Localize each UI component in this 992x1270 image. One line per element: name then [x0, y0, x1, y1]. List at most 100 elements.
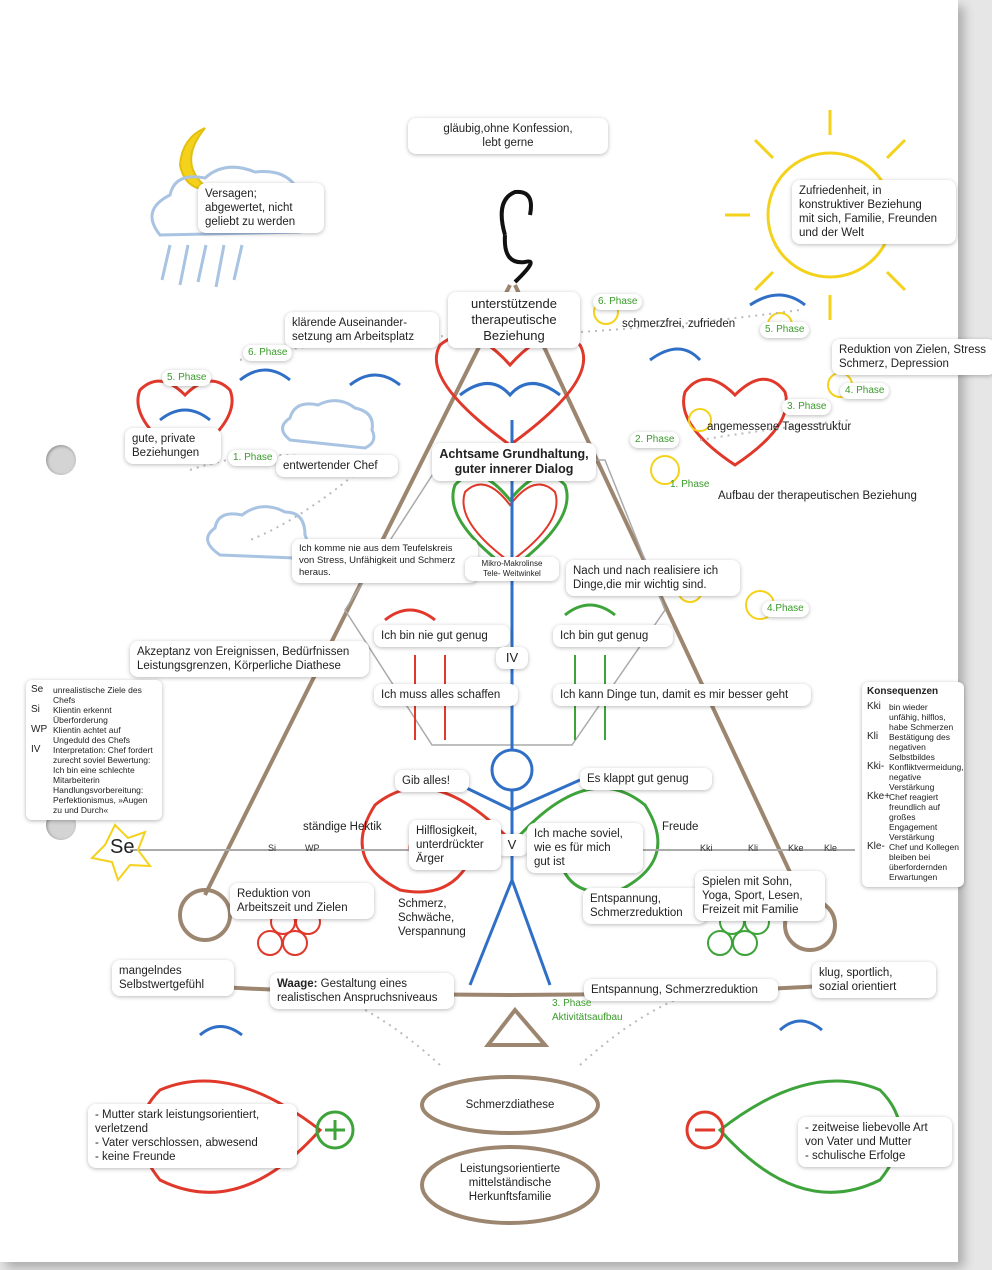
- axis-kli-label: Kli: [748, 843, 759, 853]
- pain-weakness-label: Schmerz, Schwäche, Verspannung: [398, 898, 466, 938]
- legend-row: Kke+Chef reagiert freundlich auf großes …: [867, 791, 959, 843]
- legend-key: Si: [31, 704, 40, 715]
- phase-3-bottom: 3. Phase Aktivitätsaufbau: [552, 998, 623, 1023]
- therapy-build-label: Aufbau der therapeutischen Beziehung: [718, 490, 917, 502]
- legend-text: Interpretation: Chef fordert zurecht sov…: [53, 745, 153, 815]
- legend-key: IV: [31, 744, 41, 755]
- legend-row: Se unrealistische Ziele des Chefs: [31, 684, 157, 706]
- private-relations-box: gute, private Beziehungen: [125, 428, 221, 464]
- relaxation-box-2: Entspannung, Schmerzreduktion: [584, 979, 778, 1001]
- legend-title: Konsequenzen: [867, 686, 939, 697]
- moon-icon: [178, 127, 214, 192]
- roman-iv-label: IV: [496, 647, 528, 669]
- hectic-label: ständige Hektik: [303, 821, 382, 833]
- legend-text: bin wieder unfähig, hilflos, habe Schmer…: [889, 702, 954, 732]
- can-do-things-box: Ich kann Dinge tun, damit es mir besser …: [553, 684, 811, 706]
- phase-5-right: 5. Phase: [760, 322, 810, 338]
- parents-negative-box: - Mutter stark leistungsorientiert, verl…: [88, 1104, 297, 1168]
- origin-family-label: Leistungsorientierte mittelständische He…: [459, 1163, 561, 1203]
- phase-2-right: 2. Phase: [630, 432, 680, 448]
- scale-title: Waage:: [277, 978, 318, 990]
- legend-row: WP Klientin achtet auf Ungeduld des Chefs: [31, 724, 157, 746]
- good-enough-box: Ich bin gut genug: [553, 625, 673, 647]
- reduce-worktime-box: Reduktion von Arbeitszeit und Zielen: [230, 883, 374, 919]
- phase-4-right: 4. Phase: [840, 383, 890, 399]
- do-as-much-box: Ich mache soviel, wie es für mich gut is…: [527, 823, 643, 873]
- hook-icon: [499, 189, 533, 284]
- axis-wp-label: WP: [305, 843, 320, 853]
- legend-key: Kli: [867, 731, 879, 742]
- legend-key: WP: [31, 724, 48, 735]
- phase-5-left: 5. Phase: [162, 370, 212, 386]
- plus-icon: [315, 1110, 355, 1150]
- vicious-circle-box: Ich komme nie aus dem Teufelskreis von S…: [292, 539, 478, 583]
- bird-icon: [159, 293, 823, 1037]
- phase-4-lone: 4.Phase: [762, 601, 809, 617]
- relaxation-box-1: Entspannung, Schmerzreduktion: [583, 888, 707, 924]
- legend-key: Kle-: [867, 841, 885, 852]
- never-good-box: Ich bin nie gut genug: [374, 625, 510, 647]
- parents-positive-box: - zeitweise liebevolle Art von Vater und…: [798, 1117, 952, 1167]
- legend-key: Se: [31, 684, 44, 695]
- legend-text: Chef und Kollegen bleiben bei überforder…: [889, 842, 959, 882]
- phase-6-right: 6. Phase: [593, 294, 643, 310]
- heart-icon: [682, 377, 788, 467]
- axis-se-label: Se: [110, 836, 135, 858]
- sun-text-box: Zufriedenheit, in konstruktiver Beziehun…: [792, 180, 956, 244]
- phase-1-right: 1. Phase: [670, 479, 710, 490]
- devaluing-boss-box: entwertender Chef: [276, 455, 398, 477]
- lens-box: Mikro-Makrolinse Tele- Weitwinkel: [465, 557, 559, 581]
- belief-box: gläubig,ohne Konfession, lebt gerne: [408, 118, 608, 154]
- pain-diathesis-label: Schmerzdiathese: [465, 1099, 555, 1111]
- axis-kle-label: Kle: [824, 843, 838, 853]
- clever-box: klug, sportlich, sozial orientiert: [812, 962, 936, 998]
- legend-text: Konfliktvermeidung, negative Verstärkung: [889, 762, 964, 792]
- right-legend-panel: Konsequenzen Kki bin wieder unfähig, hilf…: [862, 682, 964, 887]
- must-do-all-box: Ich muss alles schaffen: [374, 684, 518, 706]
- axis-kki-label: Kki: [700, 843, 713, 853]
- legend-text: unrealistische Ziele des Chefs: [53, 685, 142, 705]
- axis-kke-label: Kke: [788, 843, 804, 853]
- cloud-icon: [281, 399, 376, 450]
- roman-v-label: V: [496, 834, 528, 856]
- scale-text: Gestaltung eines realistischen Anspruchs…: [277, 978, 438, 1004]
- mindful-attitude-box: Achtsame Grundhaltung, guter innerer Dia…: [432, 443, 596, 481]
- legend-text: Chef reagiert freundlich auf großes Enga…: [889, 792, 941, 842]
- legend-text: Klientin achtet auf Ungeduld des Chefs: [53, 725, 131, 745]
- realise-box: Nach und nach realisiere ich Dinge,die m…: [566, 560, 740, 596]
- give-all-box: Gib alles!: [395, 770, 469, 792]
- daily-structure-label: angemessene Tagesstruktur: [707, 421, 852, 433]
- works-well-box: Es klappt gut genug: [580, 768, 712, 790]
- legend-row: Kle- Chef und Kollegen bleiben bei überfo…: [867, 841, 959, 883]
- star-icon: [89, 823, 153, 883]
- axis-si-label: Si: [268, 843, 277, 853]
- reduction-box: Reduktion von Zielen, Stress Schmerz, De…: [832, 339, 992, 375]
- scale-box: Waage: Gestaltung eines realistischen An…: [270, 973, 454, 1009]
- lens-hexagon: [344, 459, 666, 746]
- legend-text: Klientin erkennt Überforderung: [53, 705, 112, 725]
- therapy-relationship-box: unterstützende therapeutische Beziehung: [448, 292, 580, 348]
- helplessness-box: Hilflosigkeit, unterdrückter Ärger: [409, 820, 501, 870]
- leisure-box: Spielen mit Sohn, Yoga, Sport, Lesen, Fr…: [695, 871, 825, 921]
- cloud-text-box: Versagen; abgewertet, nicht geliebt zu w…: [198, 183, 324, 233]
- legend-key: Kki-: [867, 761, 885, 772]
- acceptance-box: Akzeptanz von Ereignissen, Bedürfnissen …: [130, 641, 369, 677]
- low-selfesteem-box: mangelndes Selbstwertgefühl: [112, 960, 234, 996]
- legend-row: IV Interpretation: Chef fordert zurecht s…: [31, 744, 157, 816]
- workplace-box: klärende Auseinander- setzung am Arbeits…: [285, 312, 439, 348]
- legend-text: Bestätigung des negativen Selbstbildes: [889, 732, 950, 762]
- legend-row: Si Klientin erkennt Überforderung: [31, 704, 157, 726]
- phase-6-left: 6. Phase: [243, 345, 293, 361]
- legend-key: Kki: [867, 701, 881, 712]
- punch-hole: [46, 445, 76, 475]
- legend-key: Kke+: [867, 791, 891, 802]
- legend-row: Kli Bestätigung des negativen Selbstbilde…: [867, 731, 959, 763]
- minus-icon: [685, 1110, 725, 1150]
- joy-label: Freude: [662, 821, 699, 833]
- phase-1-left: 1. Phase: [228, 450, 278, 466]
- legend-row: Kki bin wieder unfähig, hilflos, habe Sch…: [867, 701, 959, 733]
- phase-3-right: 3. Phase: [782, 399, 832, 415]
- pain-free-label: schmerzfrei, zufrieden: [622, 318, 736, 330]
